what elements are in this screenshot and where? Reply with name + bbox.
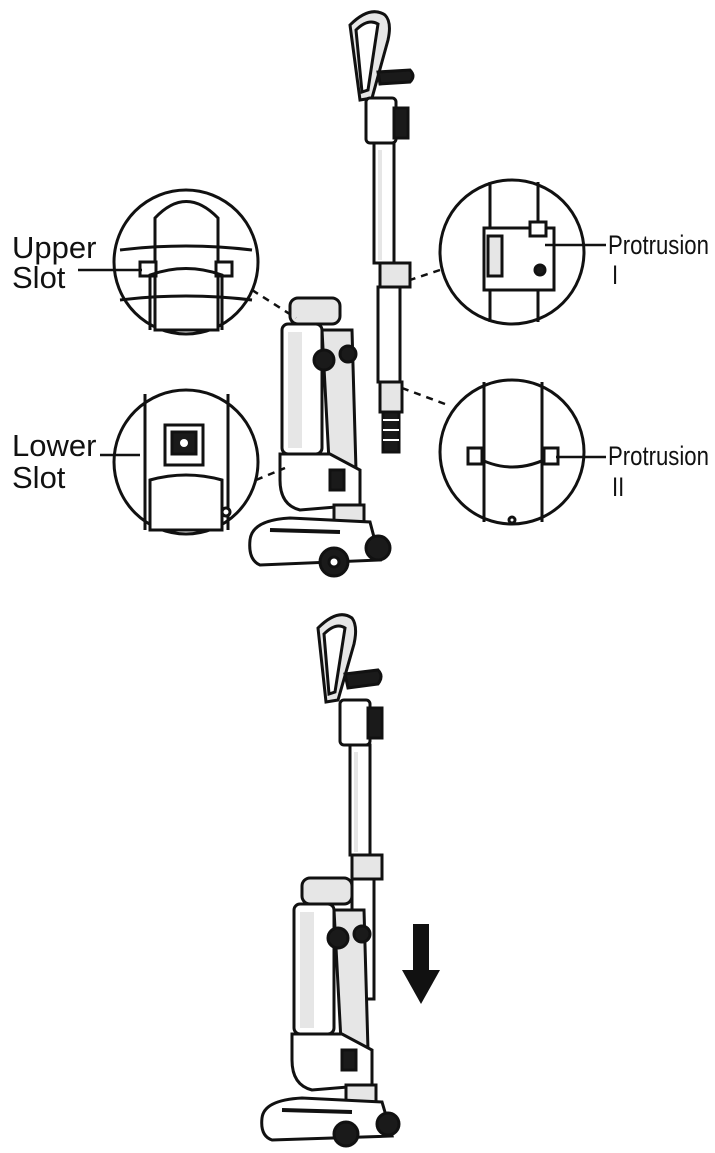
detail-upper-slot xyxy=(112,188,260,336)
callout-lower-slot-line2: Slot xyxy=(12,460,66,495)
vacuum-body-bottom xyxy=(260,876,401,1148)
callout-leaders xyxy=(251,268,446,482)
callout-upper-slot-line2: Slot xyxy=(12,260,66,295)
wand-handle-bottom xyxy=(316,613,384,747)
label-pointers xyxy=(78,243,606,459)
wand-handle-top xyxy=(348,10,415,145)
callout-protrusion-1-line2: I xyxy=(612,260,619,290)
callout-protrusion-2-line1: Protrusion xyxy=(608,441,709,471)
detail-lower-slot xyxy=(112,388,260,536)
wand-tube-top xyxy=(372,141,412,454)
vacuum-body-top xyxy=(248,296,392,578)
callout-protrusion-2-line2: II xyxy=(612,472,625,502)
callout-lower-slot-line1: Lower xyxy=(12,428,97,463)
detail-protrusion-1 xyxy=(438,178,586,326)
callout-protrusion-1-line1: Protrusion xyxy=(608,230,709,260)
detail-protrusion-2 xyxy=(438,378,586,526)
down-arrow-icon xyxy=(402,924,440,1004)
callout-upper-slot-line1: Upper xyxy=(12,230,97,265)
